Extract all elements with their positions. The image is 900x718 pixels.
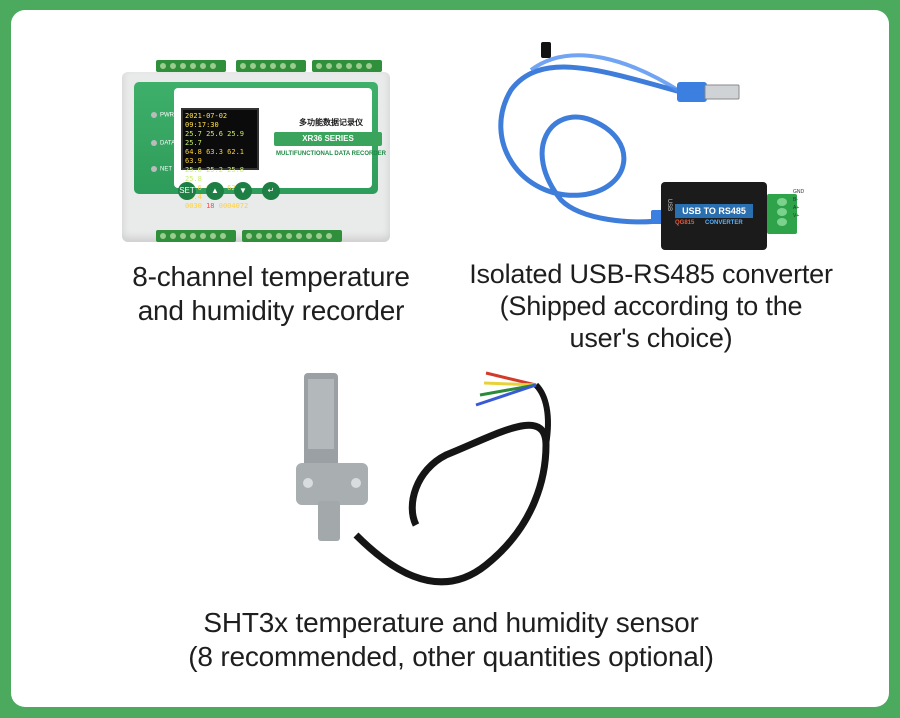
sensor-image (296, 371, 551, 586)
recorder-subtitle: MULTIFUNCTIONAL DATA RECORDER (276, 151, 386, 157)
recorder-model: XR36 SERIES (274, 132, 382, 146)
converter-box: USB USB TO RS485 QG815 CONVERTER (661, 182, 767, 250)
screen-row2: 64.8 63.3 62.1 63.9 (185, 148, 245, 165)
down-button[interactable]: ▼ (234, 182, 252, 200)
screen-row1: 25.7 25.6 25.9 25.7 (185, 130, 245, 147)
enter-button[interactable]: ↵ (262, 182, 280, 200)
converter-image: USB USB TO RS485 QG815 CONVERTER GND B- … (661, 182, 805, 252)
converter-caption: Isolated USB-RS485 converter (Shipped ac… (469, 259, 833, 353)
converter-terminal (767, 194, 797, 234)
screen-footer: 0030 18 0004072 (185, 202, 249, 210)
led-net: NET (151, 166, 172, 173)
recorder-title: 多功能数据记录仪 (299, 118, 363, 127)
converter-model: QG815 (675, 220, 695, 226)
usb-cable-image (498, 42, 740, 225)
top-terminal-mid (236, 60, 306, 72)
recorder-screen: 2021-07-02 09:17:30 25.7 25.6 25.9 25.7 … (181, 108, 259, 210)
bottom-terminal-left (156, 230, 236, 242)
converter-port: USB (666, 198, 673, 212)
converter-pins: GND B- A+ V+ (793, 189, 805, 219)
up-button[interactable]: ▲ (206, 182, 224, 200)
screen-datetime: 2021-07-02 09:17:30 (185, 112, 228, 129)
bottom-terminal-right (242, 230, 342, 242)
converter-sub: CONVERTER (705, 220, 743, 226)
recorder-image: PWR DATA NET 2021-07-02 09:17:30 25.7 25… (116, 52, 396, 252)
led-pwr: PWR (151, 112, 174, 119)
converter-label: USB TO RS485 (675, 204, 753, 218)
top-terminal-left (156, 60, 226, 72)
screen-row3: 25.6 25.2 25.8 25.8 (185, 166, 245, 183)
sensor-caption: SHT3x temperature and humidity sensor (8… (188, 607, 714, 672)
content-card: PWR DATA NET 2021-07-02 09:17:30 25.7 25… (11, 10, 889, 707)
recorder-caption: 8-channel temperature and humidity recor… (132, 261, 410, 326)
led-data: DATA (151, 140, 175, 147)
set-button[interactable]: SET (178, 182, 196, 200)
top-terminal-right (312, 60, 382, 72)
